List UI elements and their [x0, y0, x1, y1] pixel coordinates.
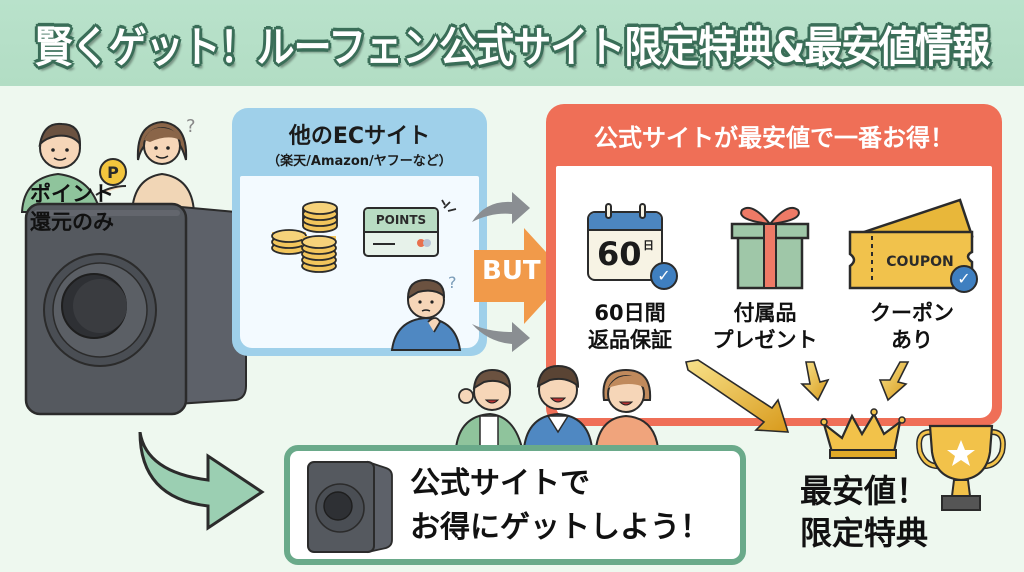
points-card-label: POINTS	[365, 209, 437, 233]
woman-figure-icon: ?	[130, 116, 196, 213]
points-only-line2: 還元のみ	[30, 210, 114, 234]
feature-line1: 60日間	[594, 301, 666, 325]
best-price-special-text: 最安値！ 限定特典	[800, 470, 928, 554]
curved-arrow-up-icon	[472, 192, 530, 224]
but-label: BUT	[482, 256, 541, 286]
woman-smiling-icon	[594, 368, 660, 448]
cta-line2: お得にゲットしよう！	[410, 510, 710, 545]
official-panel-title: 公式サイトが最安値で一番お得！	[594, 124, 954, 152]
check-badge-icon: ✓	[950, 265, 978, 293]
feature-line2: プレゼント	[712, 328, 818, 352]
feature-coupon: クーポン あり	[856, 300, 968, 354]
gray-curved-arrows	[472, 192, 530, 352]
calendar-day-unit: 日	[643, 239, 654, 252]
subwoofer-product-icon	[24, 202, 247, 416]
feature-accessory-gift: 付属品 プレゼント	[700, 300, 830, 354]
feature-line1: 付属品	[733, 301, 797, 325]
crown-icon	[820, 408, 906, 459]
confused-person-icon: ?	[390, 273, 462, 351]
man-figure-icon	[20, 122, 102, 213]
svg-text:?: ?	[186, 116, 196, 137]
point-coin-icon: P	[95, 158, 127, 196]
trophy-icon	[916, 424, 1006, 511]
svg-text:P: P	[107, 163, 119, 182]
page-title: 賢くゲット！ルーフェン公式サイト限定特典&最安値情報	[34, 22, 991, 72]
header-banner: 賢くゲット！ルーフェン公式サイト限定特典&最安値情報	[0, 0, 1024, 86]
feature-return-guarantee: 60日間 返品保証	[574, 300, 686, 354]
green-curved-arrow-icon	[138, 432, 265, 531]
man-fist-pump-icon	[454, 368, 524, 448]
points-only-text: ポイント 還元のみ	[30, 180, 114, 236]
customers-with-subwoofer-illustration: P ?	[20, 116, 247, 416]
special-offer-line: 限定特典	[800, 514, 929, 552]
feature-line2: あり	[891, 328, 933, 352]
coupon-icon: COUPON	[848, 198, 974, 290]
points-only-line1: ポイント	[30, 182, 114, 206]
but-arrow-icon	[474, 228, 568, 324]
feature-line2: 返品保証	[588, 328, 672, 352]
other-ec-subtitle: （楽天/Amazon/ヤフーなど）	[267, 154, 452, 169]
best-price-line: 最安値！	[800, 472, 929, 510]
feature-line1: クーポン	[870, 301, 954, 325]
cta-text: 公式サイトで お得にゲットしよう！	[410, 462, 710, 550]
calendar-number: 60	[597, 235, 642, 273]
gift-icon	[730, 206, 810, 290]
curved-arrow-down-icon	[472, 322, 530, 352]
svg-text:COUPON: COUPON	[886, 254, 953, 270]
other-ec-title: 他のECサイト	[288, 124, 431, 149]
check-badge-icon: ✓	[650, 262, 678, 290]
sparkle-lines-icon	[441, 199, 457, 212]
man-in-suit-icon	[522, 364, 594, 448]
gold-arrows-icon	[685, 359, 910, 433]
svg-text:?: ?	[448, 273, 457, 292]
happy-customers-illustration	[454, 364, 660, 448]
subwoofer-thumbnail-icon	[307, 460, 393, 554]
cta-line1: 公式サイトで	[410, 466, 590, 501]
coins-icon	[271, 201, 338, 273]
points-card-icon: POINTS	[363, 207, 439, 257]
